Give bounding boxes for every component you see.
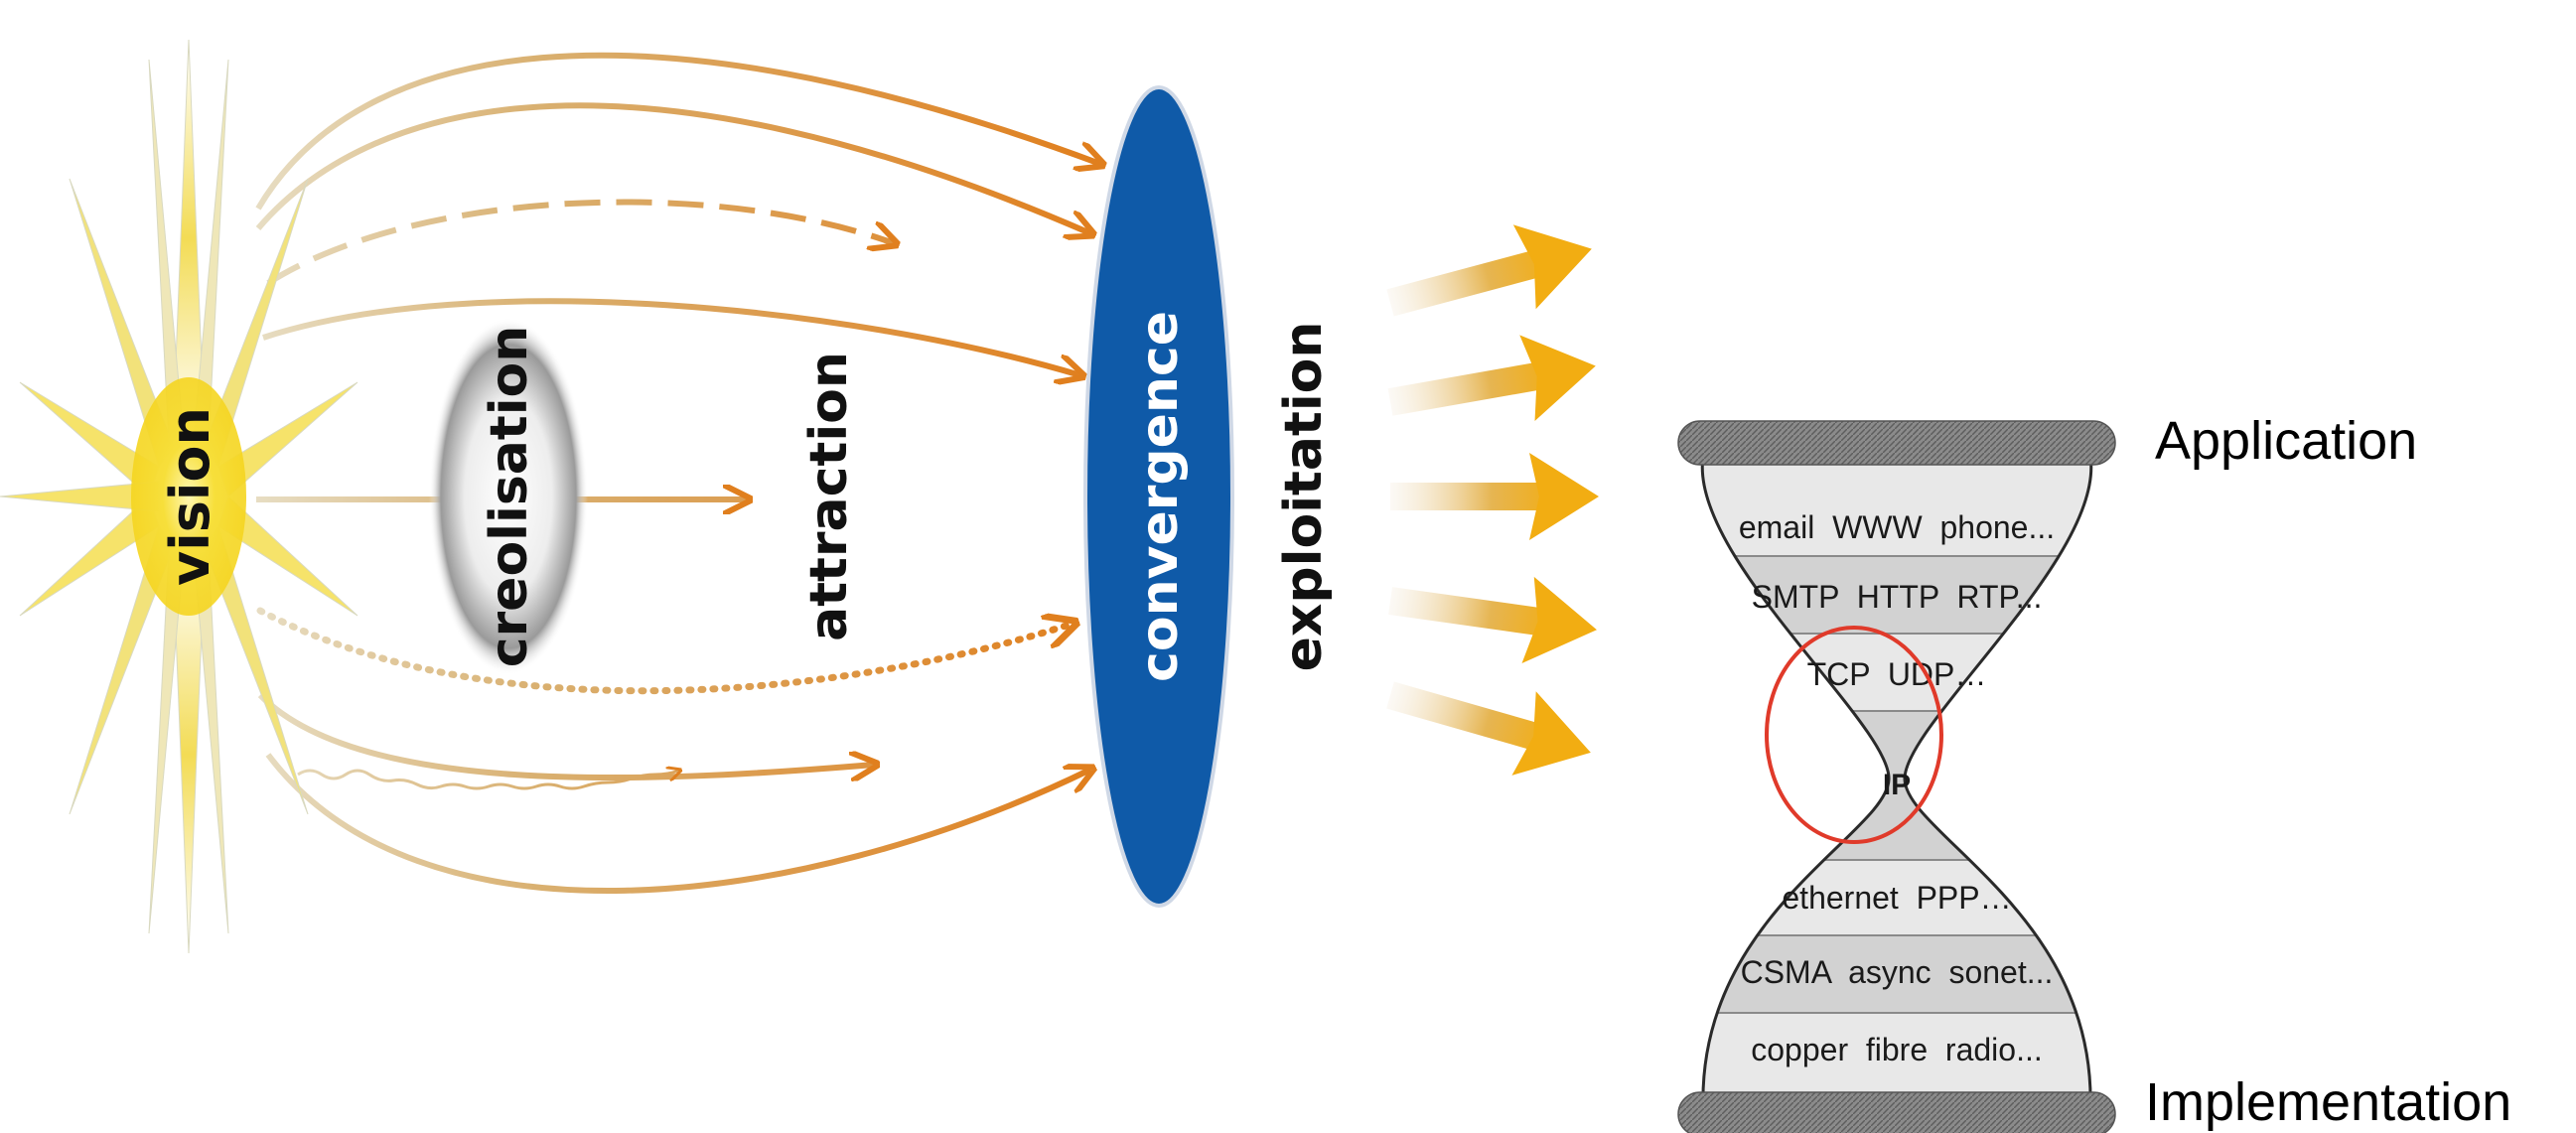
hourglass-bottom-cap [1677, 1091, 2116, 1133]
arrow-dashed [266, 199, 894, 286]
layer-link: ethernet PPP… [1782, 880, 2011, 916]
convergence-ellipse [1083, 85, 1234, 908]
thick-arrow-5 [1386, 681, 1591, 776]
thick-arrow-2 [1387, 335, 1596, 422]
convergence-label: convergence [1130, 311, 1190, 682]
attraction-label: attraction [799, 352, 859, 641]
hourglass: email WWW phone... SMTP HTTP RTP... TCP … [1677, 420, 2116, 1133]
vision-star-icon [0, 39, 358, 954]
hourglass-top-cap [1677, 420, 2116, 466]
application-label: Application [2155, 411, 2417, 471]
implementation-label: Implementation [2145, 1072, 2511, 1132]
arrow-dotted [256, 607, 1073, 695]
thick-arrow-3 [1390, 453, 1599, 540]
layer-network-ip: IP [1883, 769, 1911, 801]
arrow-curve-3 [262, 298, 1080, 375]
vision-label: vision [159, 407, 221, 586]
ip-highlight-circle [1765, 626, 1943, 844]
hourglass-outline [1700, 456, 2093, 1108]
exploitation-label: exploitation [1274, 322, 1334, 672]
thick-arrow-1 [1386, 224, 1592, 317]
vision-arrows [255, 52, 1100, 894]
arrow-curve-5 [265, 753, 1090, 894]
arrow-curve-2 [255, 102, 1090, 233]
arrow-wavy [297, 771, 679, 790]
layer-transport: TCP UDP… [1807, 656, 1987, 692]
layer-application-protocols: email WWW phone... [1739, 509, 2055, 545]
layer-mac: CSMA async sonet... [1741, 954, 2054, 990]
arrow-curve-1 [255, 52, 1100, 211]
layer-application-transport: SMTP HTTP RTP... [1752, 579, 2043, 615]
creolisation-label: creolisation [480, 326, 539, 668]
layer-physical: copper fibre radio... [1751, 1032, 2042, 1067]
arrow-curve-4 [257, 692, 874, 778]
thick-arrow-4 [1388, 576, 1597, 664]
exploitation-arrows [1386, 224, 1599, 776]
creolisation-ellipse [429, 318, 588, 675]
